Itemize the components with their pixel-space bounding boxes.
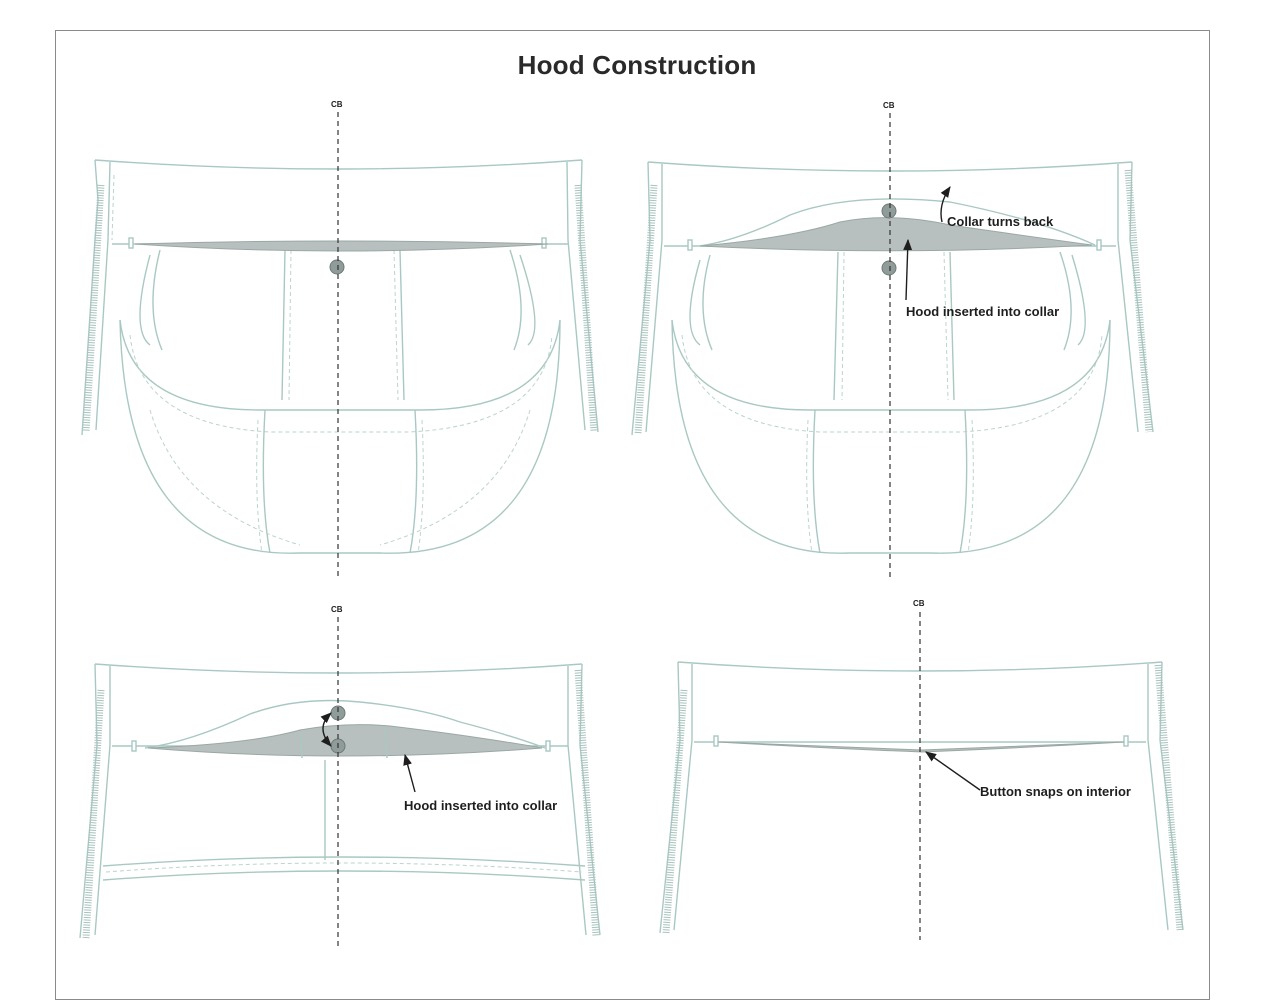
- left-rib-trim: [82, 689, 105, 939]
- hood-outline: [119, 319, 561, 554]
- panel-1: CB: [81, 100, 599, 578]
- insert-arrow: [403, 753, 416, 793]
- garment-top-edge: [94, 663, 583, 674]
- right-rib-trim: [1154, 664, 1184, 931]
- hood-insert: [699, 217, 1093, 252]
- button-snap-lower: [881, 260, 897, 276]
- turned-collar-edge: [699, 198, 1096, 247]
- annotation-collar-turns-back: Collar turns back: [947, 214, 1054, 229]
- cb-label: CB: [331, 605, 343, 614]
- hood-insert: [147, 724, 543, 757]
- closed-seam: [717, 741, 1125, 753]
- right-rib-trim: [574, 669, 600, 937]
- hood-outline: [671, 319, 1111, 554]
- hood-insert-sliver: [134, 240, 549, 252]
- panel-2: CB Collar turns back Hood inserted into …: [631, 101, 1154, 578]
- snap-arrow: [320, 712, 332, 747]
- cb-label: CB: [883, 101, 895, 110]
- cb-label: CB: [913, 599, 925, 608]
- right-side: [579, 159, 599, 433]
- left-rib-trim: [634, 184, 658, 435]
- panel-3: CB Hood inserted into collar: [79, 605, 601, 946]
- panel-4: CB Button snaps on interior: [659, 599, 1184, 940]
- annotation-hood-inserted: Hood inserted into collar: [906, 304, 1059, 319]
- cb-label: CB: [331, 100, 343, 109]
- button-snap: [329, 259, 345, 275]
- button-snap-upper: [881, 203, 897, 219]
- insert-arrow: [903, 238, 913, 301]
- garment-top-edge: [94, 159, 583, 170]
- page-title: Hood Construction: [517, 50, 757, 80]
- annotation-button-snaps: Button snaps on interior: [980, 784, 1131, 799]
- collar-turn-arrow: [940, 186, 951, 223]
- button-snap-arrow: [925, 751, 981, 791]
- turned-collar-edge: [144, 699, 546, 749]
- annotation-hood-inserted: Hood inserted into collar: [404, 798, 557, 813]
- left-rib-trim: [662, 689, 688, 934]
